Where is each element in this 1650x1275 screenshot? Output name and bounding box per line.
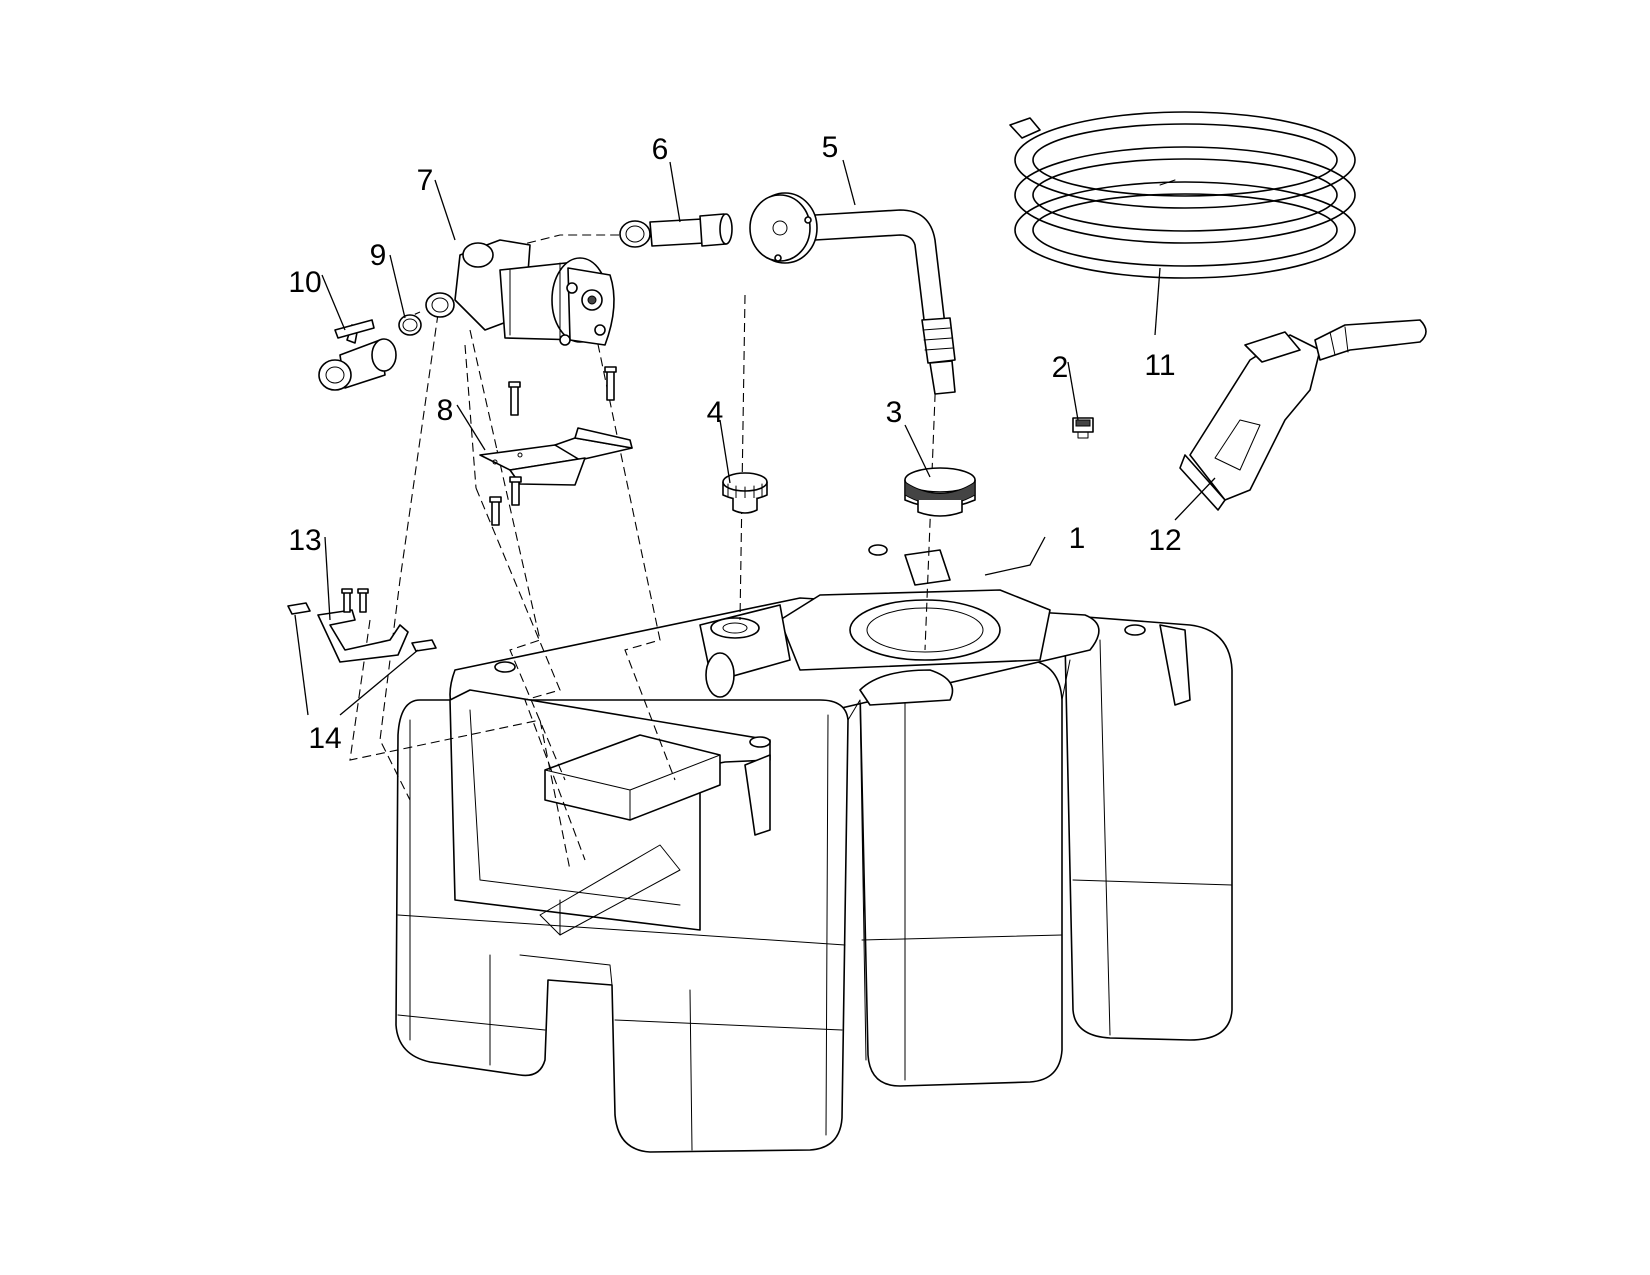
callout-3: 3: [886, 396, 903, 429]
pump-part-7: [425, 239, 615, 346]
plug-part-2: [1072, 417, 1094, 439]
holder-part-13: [317, 588, 409, 663]
callout-6: 6: [652, 133, 669, 166]
assembly-lines: [349, 234, 940, 871]
pads-part-14: [287, 602, 437, 652]
callout-11: 11: [1144, 349, 1175, 382]
callout-7: 7: [417, 164, 434, 197]
callout-9: 9: [370, 239, 387, 272]
callout-4: 4: [707, 396, 724, 429]
callout-1: 1: [1069, 522, 1086, 555]
nipple-part-6: [619, 213, 733, 248]
ball-valve-part-10: [318, 319, 397, 391]
callout-labels: 1 2 3 4 5 6 7 8 9 10 11 12 13 14: [288, 131, 1181, 755]
bracket-part-8: [479, 366, 633, 526]
callout-2: 2: [1052, 351, 1069, 384]
vent-cap-part-4: [722, 472, 768, 514]
o-ring-part-9: [398, 314, 422, 336]
callout-14: 14: [308, 722, 341, 755]
callout-10: 10: [288, 266, 321, 299]
leader-lines: [294, 159, 1216, 716]
nozzle-part-12: [1179, 319, 1427, 511]
callout-12: 12: [1148, 524, 1181, 557]
callout-8: 8: [437, 394, 454, 427]
filler-cap-part-3: [904, 467, 976, 517]
callout-13: 13: [288, 524, 321, 557]
tank-body: [395, 544, 1233, 1153]
hose-coil-part-11: [1009, 111, 1356, 279]
suction-pipe-part-5: [749, 192, 956, 395]
callout-5: 5: [822, 131, 839, 164]
